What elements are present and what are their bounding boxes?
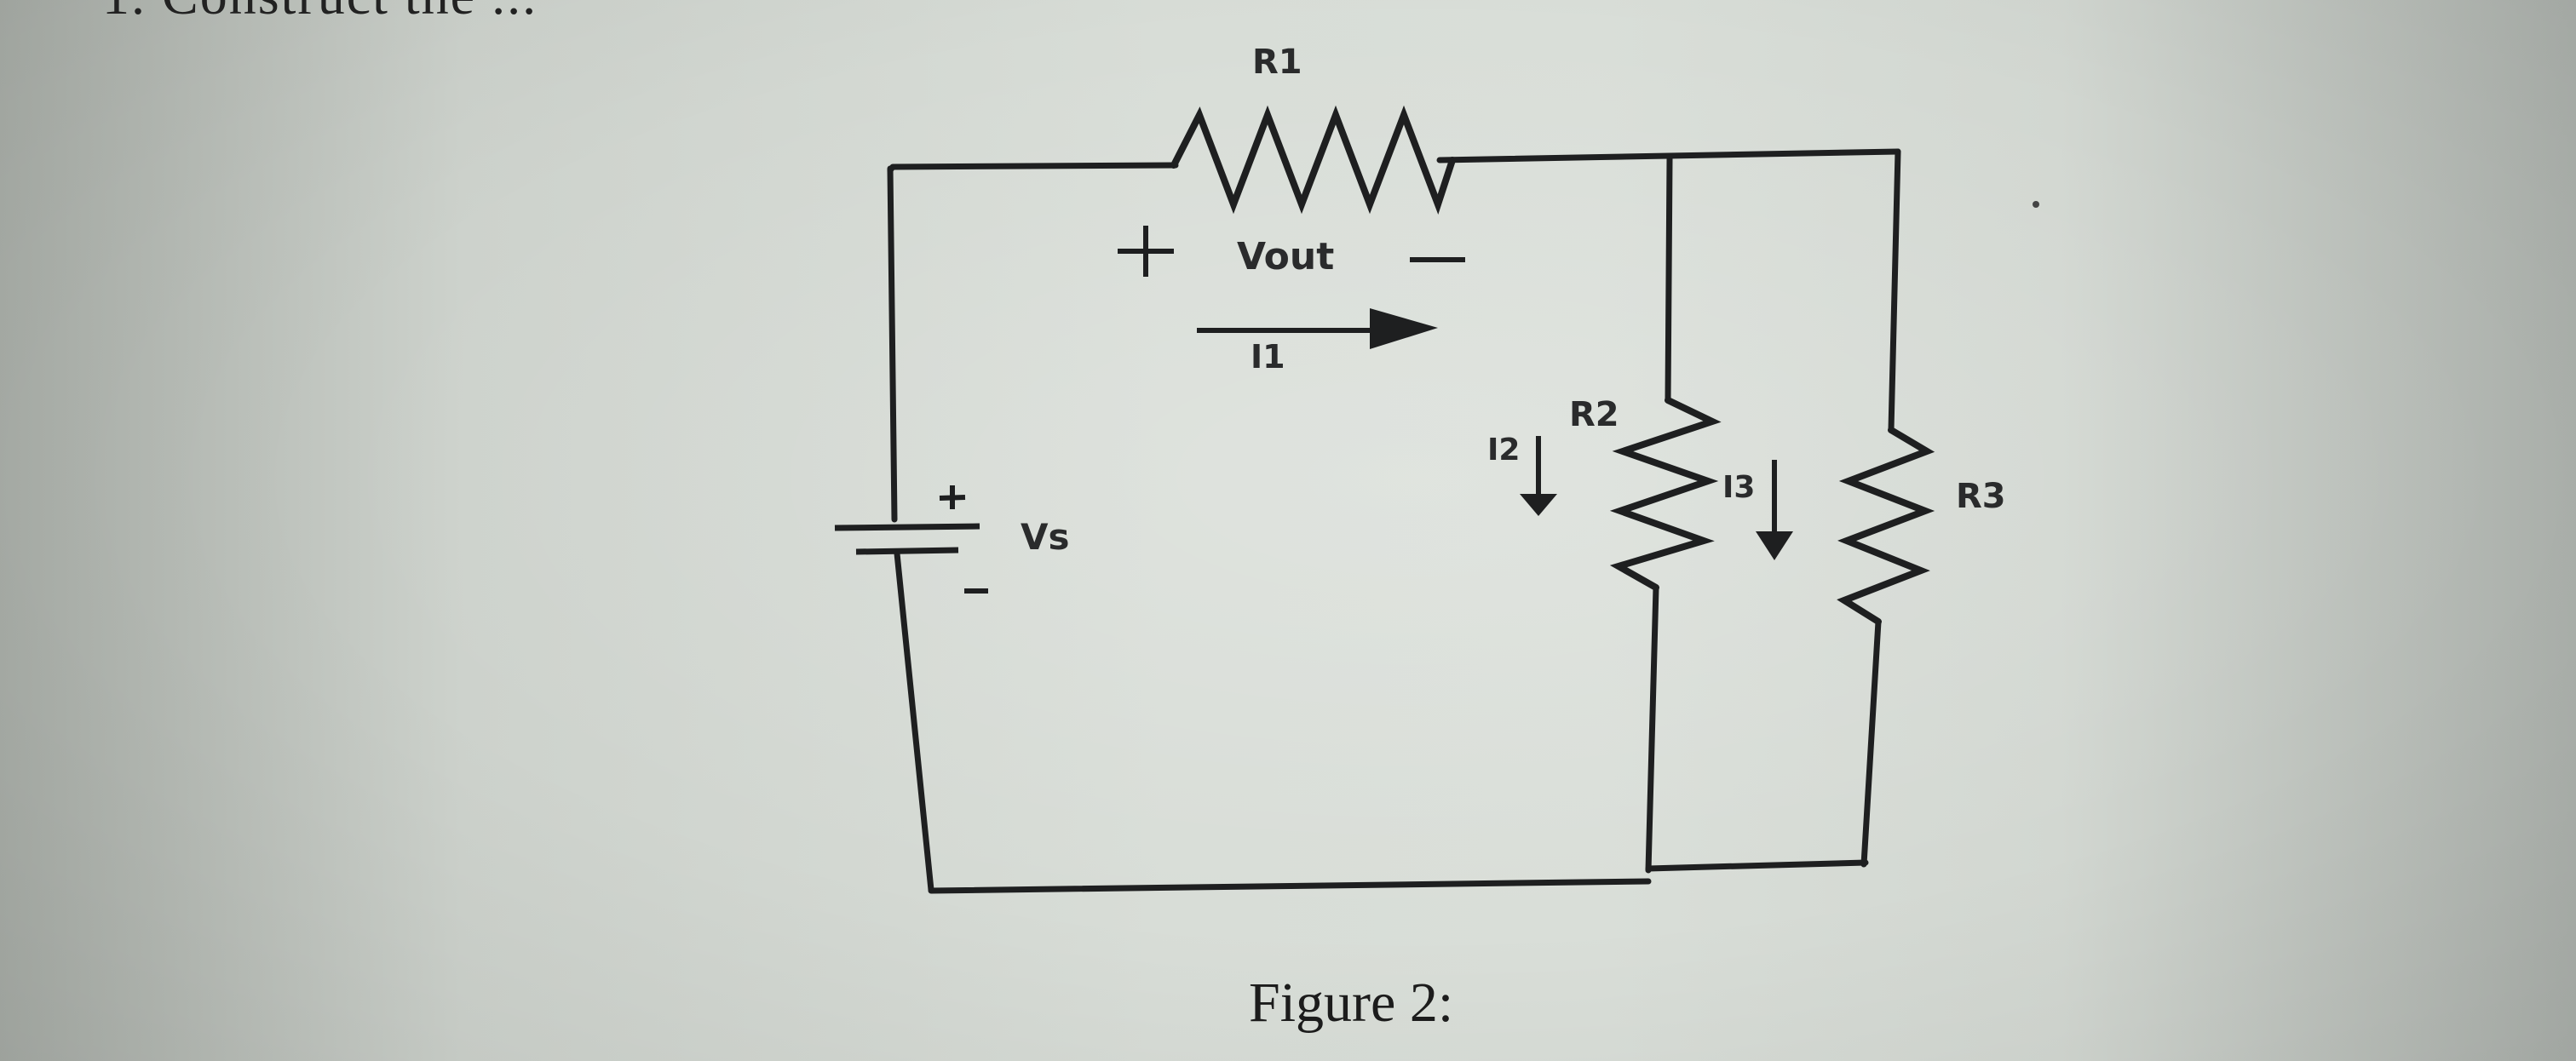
label-i3: I3	[1722, 470, 1755, 505]
label-vout: Vout	[1237, 235, 1334, 278]
i2-arrow-head-icon	[1520, 494, 1557, 516]
wire-r2-bottom	[1645, 584, 1659, 874]
resistor-r3	[1837, 427, 1935, 625]
battery-long-plate	[834, 523, 980, 531]
cut-off-heading: 1. Construct the ...	[102, 0, 538, 27]
figure-caption: Figure 2:	[1249, 972, 1454, 1034]
wire-bottom	[928, 878, 1652, 894]
wire-left-upper	[887, 162, 1179, 174]
label-vs: Vs	[1021, 516, 1070, 558]
wire-bottom-right	[1645, 859, 1869, 872]
wire-r2-top	[1665, 155, 1673, 404]
wire-r3-bottom	[1860, 618, 1882, 868]
wire-r3-top	[1888, 148, 1901, 433]
wire-left-vertical-bottom	[894, 550, 934, 893]
resistor-r1	[1170, 105, 1456, 215]
i3-arrow-head-icon	[1756, 531, 1793, 560]
label-i1: I1	[1251, 338, 1285, 376]
label-r3: R3	[1956, 477, 2006, 516]
label-r1: R1	[1252, 43, 1302, 82]
battery-short-plate	[855, 547, 959, 555]
label-r2: R2	[1569, 395, 1619, 434]
i1-arrow-head-icon	[1370, 308, 1438, 349]
wire-left-vertical-top	[887, 165, 898, 523]
resistor-r2	[1609, 397, 1722, 591]
label-i2: I2	[1487, 433, 1520, 467]
screen-speck	[2033, 201, 2039, 208]
